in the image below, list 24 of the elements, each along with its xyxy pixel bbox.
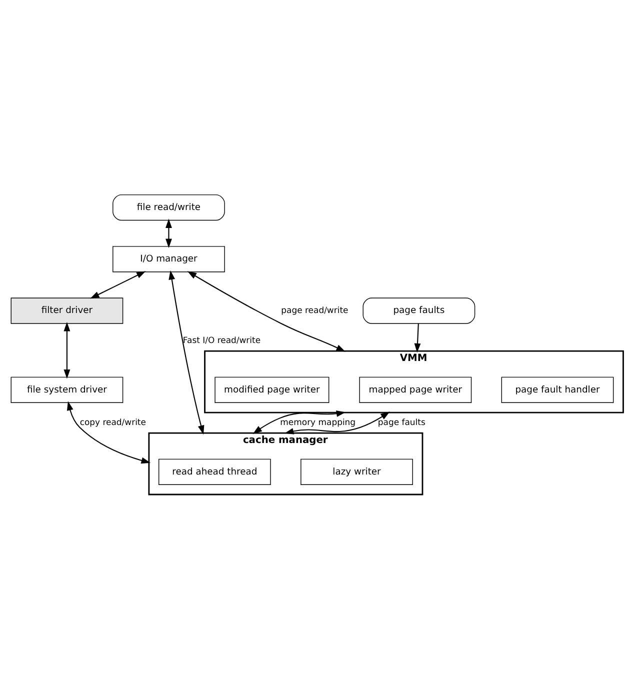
arrow: [64, 322, 70, 379]
node-box: I/O manager: [112, 246, 225, 272]
edge-label: copy read/write: [80, 416, 146, 427]
node-box: filter driver: [10, 298, 124, 324]
node-box: page faults: [362, 298, 476, 324]
node-box: page fault handler: [501, 376, 614, 403]
arrow: [90, 271, 146, 299]
arrow: [252, 410, 346, 434]
node-box: file read/write: [112, 194, 225, 221]
arrow: [166, 218, 172, 248]
edge-label: page read/write: [281, 304, 348, 315]
arrow: [284, 412, 390, 434]
node-box: mapped page writer: [359, 376, 472, 403]
edge-label: memory mapping: [280, 416, 356, 427]
arrow: [414, 324, 421, 353]
arrow: [187, 271, 346, 352]
edge-label: page faults: [378, 416, 426, 427]
node-box: lazy writer: [300, 458, 413, 485]
node-box: read ahead thread: [158, 458, 271, 485]
edge-label: Fast I/O read/write: [182, 334, 261, 345]
node-box: modified page writer: [214, 376, 330, 403]
arrow: [66, 401, 150, 464]
node-box: file system driver: [10, 376, 124, 403]
arrow: [168, 270, 204, 435]
